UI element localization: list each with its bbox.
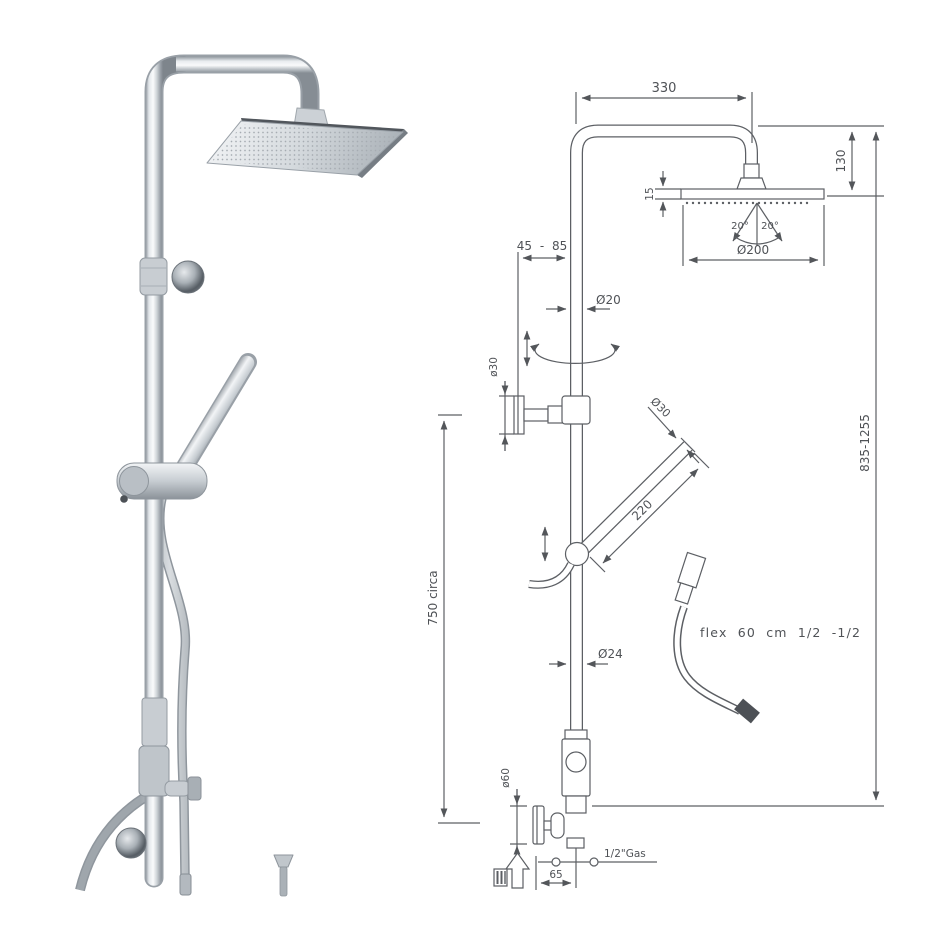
dim-head-diameter-label: Ø200	[737, 243, 769, 257]
rotation-symbol	[530, 343, 620, 364]
diverter-assembly	[115, 697, 202, 859]
drawing-diverter-valve	[532, 729, 591, 888]
dim-head-diameter: Ø200	[682, 205, 825, 266]
drawing-nozzle-dots	[685, 201, 809, 205]
dim-wall-clearance-label: 45 - 85	[517, 239, 568, 253]
dim-inlet-offset: 65	[535, 856, 572, 890]
dim-handshower-diameter-label: Ø30	[648, 395, 673, 420]
dim-spray-angle-left-label: 20°	[731, 221, 749, 232]
dim-inlet-offset-label: 65	[549, 869, 562, 881]
dim-head-drop: 130	[758, 125, 884, 197]
top-arm	[176, 56, 318, 122]
dim-arm-width: 330	[575, 81, 753, 143]
dim-riser-length: 750 circa	[426, 414, 480, 824]
dim-bracket-flange-diameter-label: ø30	[488, 357, 500, 377]
drawing-slider-holder	[564, 541, 590, 567]
small-fitting	[273, 854, 294, 897]
rain-head	[206, 118, 408, 178]
dim-overall-height: 835-1255	[592, 131, 884, 807]
dim-spray-angles: 20° 20°	[731, 202, 783, 246]
hose-end-fitting	[179, 873, 192, 896]
drawing-riser	[570, 124, 758, 737]
hand-shower	[116, 353, 257, 503]
handshower-hose	[155, 496, 192, 896]
drawing-rain-head	[680, 188, 825, 205]
product-photo-shower-column	[75, 54, 408, 897]
diverter-knob	[565, 751, 587, 773]
mounting-direction-symbol	[493, 851, 531, 889]
dim-valve-flange-diameter-label: ø60	[500, 768, 512, 788]
dim-wall-clearance: 45 - 85	[517, 239, 568, 396]
dim-head-thickness-label: 15	[644, 187, 656, 200]
drawing-wall-flange-lower	[532, 805, 545, 845]
hose-outlet	[164, 780, 191, 797]
flex-hose-label: flex 60 cm 1/2 -1/2	[700, 625, 861, 640]
drawing-hand-shower	[528, 437, 696, 589]
dim-riser-lower-diameter: Ø24	[549, 647, 623, 668]
dim-arm-width-label: 330	[652, 81, 677, 96]
technical-drawing: 20° 20° 330 130 835-1255	[426, 81, 884, 890]
dim-head-thickness: 15	[644, 171, 681, 217]
wall-flange-lower	[115, 827, 147, 859]
spray-face-nozzles	[212, 124, 399, 172]
inlet-connection: 1/2"Gas	[538, 848, 657, 867]
upper-wall-bracket	[139, 257, 205, 296]
dim-valve-flange-diameter: ø60	[500, 768, 527, 858]
dim-riser-length-label: 750 circa	[426, 570, 440, 625]
dim-head-drop-label: 130	[834, 150, 848, 173]
dim-overall-height-label: 835-1255	[858, 414, 872, 472]
drawing-wall-bracket	[513, 395, 591, 435]
slider-lock-button	[120, 495, 128, 503]
diverter-handle	[550, 812, 565, 839]
inlet-thread-label: 1/2"Gas	[604, 848, 646, 860]
dim-riser-upper-diameter: Ø20	[546, 293, 621, 313]
dim-riser-upper-diameter-label: Ø20	[596, 293, 621, 307]
dim-spray-angle-right-label: 20°	[761, 221, 779, 232]
dim-riser-lower-diameter-label: Ø24	[598, 647, 623, 661]
riser-pole	[144, 54, 320, 888]
wall-flange-upper	[171, 260, 205, 294]
dim-bracket-flange-diameter: ø30	[488, 357, 514, 451]
drawing-flex-hose: flex 60 cm 1/2 -1/2	[673, 551, 861, 724]
drawing-head-stem	[736, 163, 767, 190]
flex-hose-end-fitting	[734, 698, 760, 724]
